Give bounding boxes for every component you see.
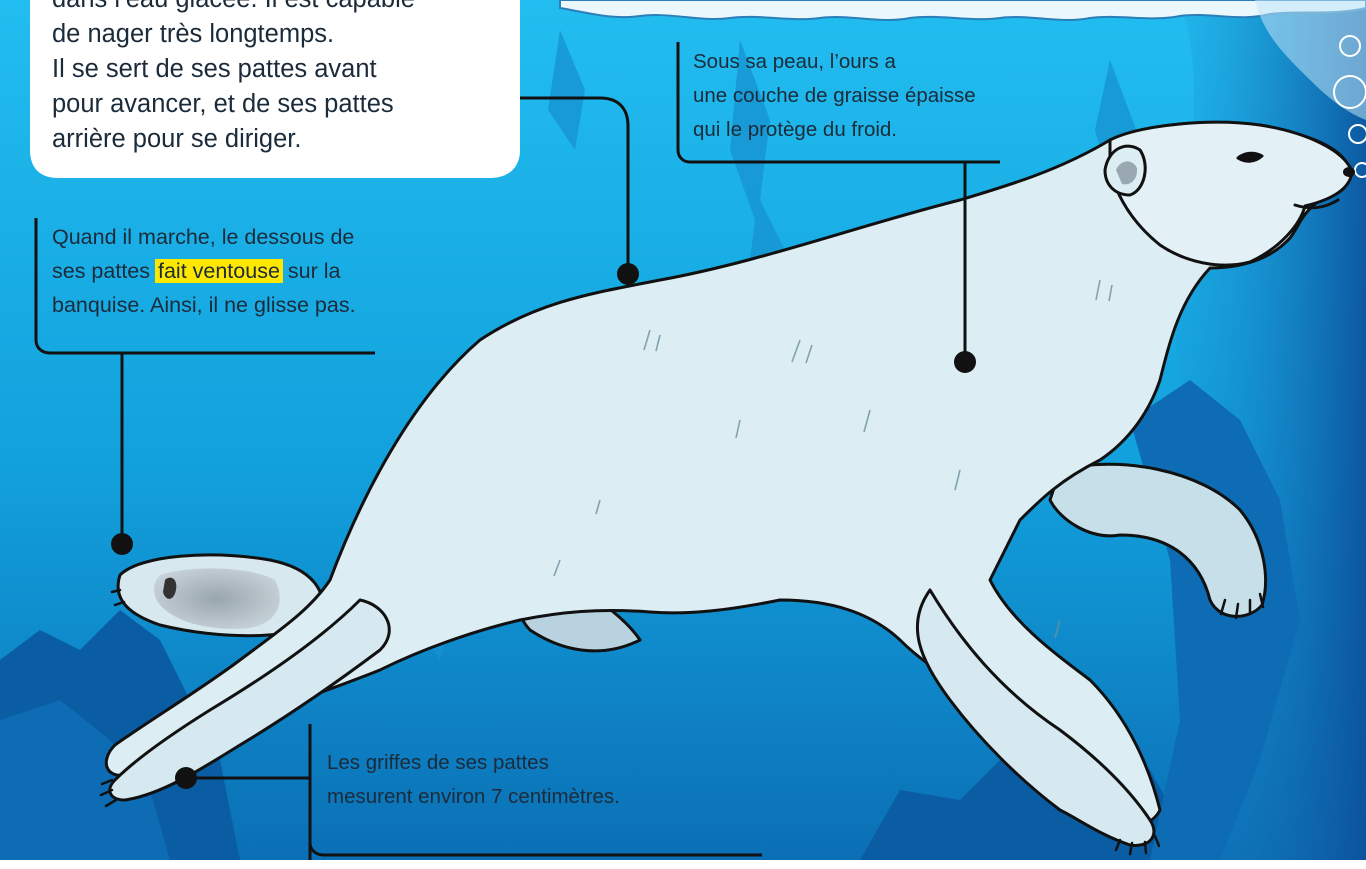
- caption-fat-line: une couche de graisse épaisse: [693, 79, 1023, 113]
- caption-paws-text: ses pattes: [52, 259, 150, 283]
- caption-swimming-line: Il se sert de ses pattes avant: [52, 52, 522, 87]
- caption-swimming-line: pour avancer, et de ses pattes: [52, 87, 522, 122]
- caption-swimming-line: de nager très longtemps.: [52, 17, 522, 52]
- caption-claws-line: mesurent environ 7 centimètres.: [327, 780, 767, 814]
- caption-fat-layer: Sous sa peau, l’ours a une couche de gra…: [693, 45, 1023, 147]
- caption-paws-line: banquise. Ainsi, il ne glisse pas.: [52, 288, 482, 322]
- caption-swimming-line: arrière pour se diriger.: [52, 122, 522, 157]
- caption-fat-line: Sous sa peau, l’ours a: [693, 45, 1023, 79]
- caption-paws-line: Quand il marche, le dessous de: [52, 220, 482, 254]
- caption-paws-suction: Quand il marche, le dessous de ses patte…: [52, 220, 482, 322]
- caption-paws-line: ses pattes fait ventouse sur la: [52, 254, 482, 288]
- caption-swimming: dans l’eau glacée. Il est capable de nag…: [52, 0, 522, 157]
- caption-swimming-line: dans l’eau glacée. Il est capable: [52, 0, 522, 17]
- caption-claws: Les griffes de ses pattes mesurent envir…: [327, 746, 767, 814]
- caption-fat-line: qui le protège du froid.: [693, 113, 1023, 147]
- caption-claws-line: Les griffes de ses pattes: [327, 746, 767, 780]
- caption-paws-text: sur la: [288, 259, 341, 283]
- bottom-margin: [0, 860, 1366, 869]
- highlight-fait-ventouse: fait ventouse: [155, 259, 283, 283]
